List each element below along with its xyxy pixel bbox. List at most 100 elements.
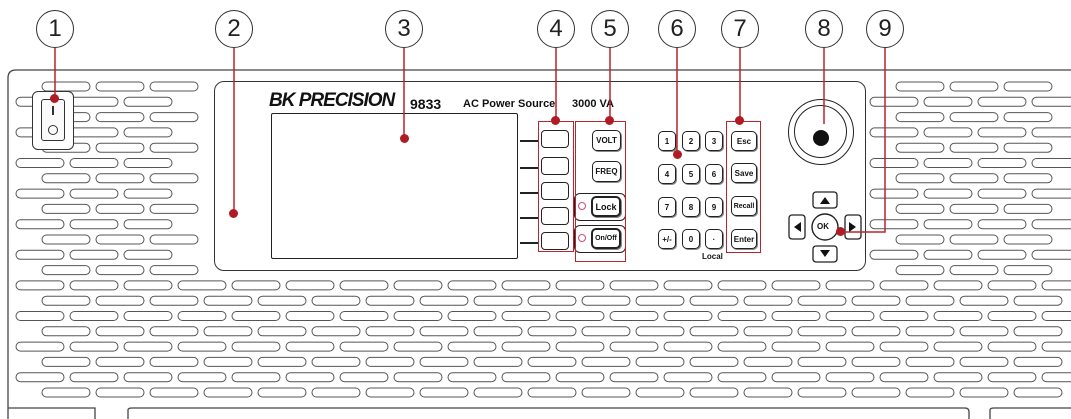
vent-slot: [743, 326, 793, 337]
vent-slot: [771, 280, 821, 291]
vent-slot: [311, 387, 361, 398]
vent-slot: [501, 280, 551, 291]
vent-slot: [149, 203, 199, 214]
numpad-key[interactable]: 8: [682, 197, 700, 217]
numpad-key[interactable]: 2: [682, 131, 700, 151]
vent-slot: [1041, 372, 1071, 383]
numpad-key[interactable]: 3: [705, 131, 723, 151]
vent-slot: [923, 127, 973, 138]
vent-slot: [987, 372, 1037, 383]
vent-slot: [977, 188, 1027, 199]
knob-marker: [813, 130, 829, 146]
vent-slot: [203, 356, 253, 367]
save-key[interactable]: Save: [731, 163, 757, 183]
vent-slot: [717, 280, 767, 291]
numpad-key[interactable]: 9: [705, 197, 723, 217]
freq-key[interactable]: FREQ: [592, 161, 621, 182]
vent-slot: [149, 112, 199, 123]
numpad-key[interactable]: 6: [705, 164, 723, 184]
vent-slot: [285, 372, 335, 383]
vent-slot: [869, 96, 919, 107]
vent-slot: [501, 341, 551, 352]
vent-slot: [15, 158, 65, 168]
lock-key[interactable]: Lock: [591, 196, 621, 217]
vent-slot: [203, 387, 253, 398]
recall-key[interactable]: Recall: [731, 196, 757, 216]
enter-key[interactable]: Enter: [731, 229, 757, 249]
vent-slot: [123, 372, 173, 383]
vent-slot: [41, 203, 91, 214]
vent-slot: [879, 311, 929, 321]
numpad-key[interactable]: 0: [682, 229, 700, 249]
numpad-key[interactable]: 1: [658, 131, 676, 151]
vent-slot: [895, 81, 945, 92]
softkey-5[interactable]: [541, 232, 569, 250]
vent-slot: [959, 295, 1009, 306]
on-off-key[interactable]: On/Off: [591, 228, 621, 249]
softkey-3[interactable]: [541, 182, 569, 200]
esc-key[interactable]: Esc: [731, 131, 757, 151]
vent-slot: [123, 280, 173, 291]
vent-slot: [41, 173, 91, 184]
vent-slot: [581, 295, 631, 306]
vent-slot: [311, 295, 361, 306]
vent-slot: [393, 311, 443, 321]
vent-slot: [905, 356, 955, 367]
vent-slot: [869, 127, 919, 138]
numpad-key[interactable]: 5: [682, 164, 700, 184]
softkey-1[interactable]: [541, 130, 569, 148]
softkey-4[interactable]: [541, 207, 569, 225]
vent-slot: [527, 295, 577, 306]
local-label: Local: [702, 252, 723, 261]
numpad-key[interactable]: 4: [658, 164, 676, 184]
vent-slot: [959, 387, 1009, 398]
numpad-key[interactable]: 7: [658, 197, 676, 217]
vent-slot: [123, 311, 173, 321]
vent-slot: [203, 326, 253, 337]
vent-slot: [447, 280, 497, 291]
vent-slot: [95, 173, 145, 184]
vent-slot: [743, 356, 793, 367]
product-name: AC Power Source: [463, 98, 556, 110]
vent-slot: [15, 188, 65, 199]
vent-slot: [95, 142, 145, 153]
vent-slot: [869, 188, 919, 199]
vent-slot: [95, 356, 145, 367]
function-key-group-box: [575, 121, 626, 262]
up-arrow-icon: [820, 197, 830, 204]
vent-slot: [177, 372, 227, 383]
vent-slot: [149, 356, 199, 367]
vent-slot: [949, 81, 999, 92]
vent-slot: [987, 280, 1037, 291]
volt-key[interactable]: VOLT: [592, 130, 621, 151]
lock-led: [578, 202, 586, 210]
vent-slot: [851, 295, 901, 306]
vent-slot: [825, 311, 875, 321]
vent-slot: [95, 326, 145, 337]
vent-slot: [123, 341, 173, 352]
vent-slot: [895, 173, 945, 184]
vent-slot: [393, 341, 443, 352]
vent-slot: [977, 219, 1027, 230]
vent-slot: [41, 326, 91, 337]
numpad-key[interactable]: ·: [705, 229, 723, 249]
vent-slot: [311, 326, 361, 337]
vent-slot: [257, 326, 307, 337]
vent-slot: [743, 387, 793, 398]
vent-slot: [923, 188, 973, 199]
vent-slot: [285, 280, 335, 291]
marker-2: [229, 209, 238, 218]
numpad-key[interactable]: +/-: [658, 229, 676, 249]
vent-slot: [95, 265, 145, 276]
vent-slot: [635, 356, 685, 367]
ok-key-label: OK: [817, 222, 829, 231]
vent-slot: [689, 295, 739, 306]
softkey-lead: [520, 167, 539, 169]
vent-slot: [851, 356, 901, 367]
vent-slot: [959, 356, 1009, 367]
softkey-2[interactable]: [541, 157, 569, 175]
vent-slot: [1003, 234, 1053, 245]
vent-slot: [851, 387, 901, 398]
vent-slot: [231, 372, 281, 383]
